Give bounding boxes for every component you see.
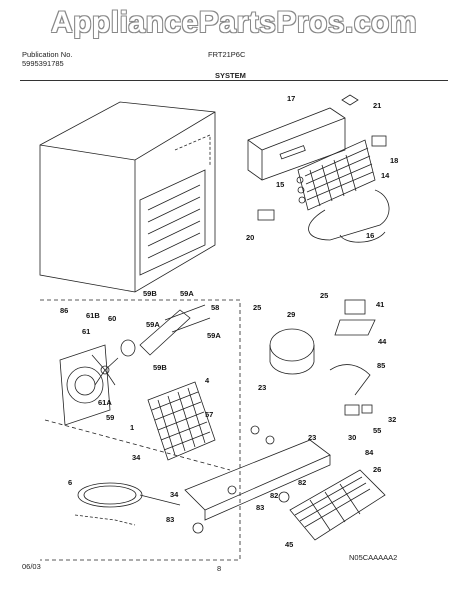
part-label: 30 xyxy=(348,433,356,442)
part-label: 44 xyxy=(378,337,387,346)
part-label: 14 xyxy=(381,171,390,180)
part-label: 17 xyxy=(287,94,295,103)
part-label: 6 xyxy=(68,478,72,487)
fan-blade-drawing xyxy=(91,354,119,386)
motor-bracket-drawing xyxy=(139,309,191,356)
power-cord-drawing xyxy=(74,482,181,526)
part-label: 34 xyxy=(170,490,179,499)
part-label: 61A xyxy=(98,398,112,407)
part-label: 59B xyxy=(143,289,157,298)
part-label: 82 xyxy=(270,491,278,500)
part-label: 83 xyxy=(166,515,174,524)
part-label: 32 xyxy=(388,415,396,424)
part-label: 59A xyxy=(146,320,160,329)
part-label: 23 xyxy=(258,383,266,392)
condenser-drawing xyxy=(147,381,216,461)
footer-date: 06/03 xyxy=(22,562,41,571)
part-label: 21 xyxy=(373,101,381,110)
part-label: 57 xyxy=(205,410,213,419)
fan-shroud-drawing xyxy=(59,344,111,426)
part-label: 61 xyxy=(82,327,90,336)
part-label: 25 xyxy=(253,303,261,312)
defrost-heater-drawing xyxy=(308,189,390,241)
overload-drawing xyxy=(344,404,360,416)
part-label: 1 xyxy=(130,423,134,432)
machine-compartment-outline xyxy=(40,299,241,561)
evaporator-cover-drawing xyxy=(247,107,346,181)
part-label: 55 xyxy=(373,426,381,435)
part-label-group: 17 21 18 14 15 16 20 86 61B 60 59B 59A 5… xyxy=(60,94,398,549)
part-label: 83 xyxy=(256,503,264,512)
part-label: 23 xyxy=(308,433,316,442)
block-drawing xyxy=(257,209,275,221)
part-label: 26 xyxy=(373,465,381,474)
part-label: 60 xyxy=(108,314,116,323)
cabinet-drawing xyxy=(39,101,216,293)
tube-drawing xyxy=(329,364,371,396)
part-label: 86 xyxy=(60,306,68,315)
publication-label: Publication No. xyxy=(22,50,73,59)
part-label: 25 xyxy=(320,291,328,300)
part-label: 20 xyxy=(246,233,254,242)
part-label: 82 xyxy=(298,478,306,487)
part-label: 16 xyxy=(366,231,374,240)
part-label: 59 xyxy=(106,413,114,422)
page-number: 8 xyxy=(217,564,222,573)
header-rule xyxy=(20,80,448,81)
part-label: 84 xyxy=(365,448,374,457)
part-label: 41 xyxy=(376,300,384,309)
model-number: FRT21P6C xyxy=(208,50,246,59)
part-label: 29 xyxy=(287,310,295,319)
part-label: 59A xyxy=(207,331,221,340)
part-label: 4 xyxy=(205,376,210,385)
watermark: AppliancePartsPros.com xyxy=(50,6,418,39)
part-label: 34 xyxy=(132,453,141,462)
compressor-drawing xyxy=(269,328,315,375)
part-label: 45 xyxy=(285,540,293,549)
part-label: 61B xyxy=(86,311,100,320)
publication-number: 5995391785 xyxy=(22,59,64,68)
drain-pan-drawing xyxy=(289,469,386,541)
part-label: 15 xyxy=(276,180,284,189)
part-label: 59B xyxy=(153,363,167,372)
part-label: 85 xyxy=(377,361,385,370)
part-label: 59A xyxy=(180,289,194,298)
part-label: 58 xyxy=(211,303,219,312)
figure-code: N05CAAAAA2 xyxy=(349,553,398,562)
bracket-drawing xyxy=(371,135,387,147)
evaporator-coil-drawing xyxy=(296,139,376,211)
relay-drawing xyxy=(344,299,366,315)
part-label: 18 xyxy=(390,156,398,165)
section-title: SYSTEM xyxy=(215,71,246,80)
fan-motor-drawing xyxy=(120,339,136,357)
